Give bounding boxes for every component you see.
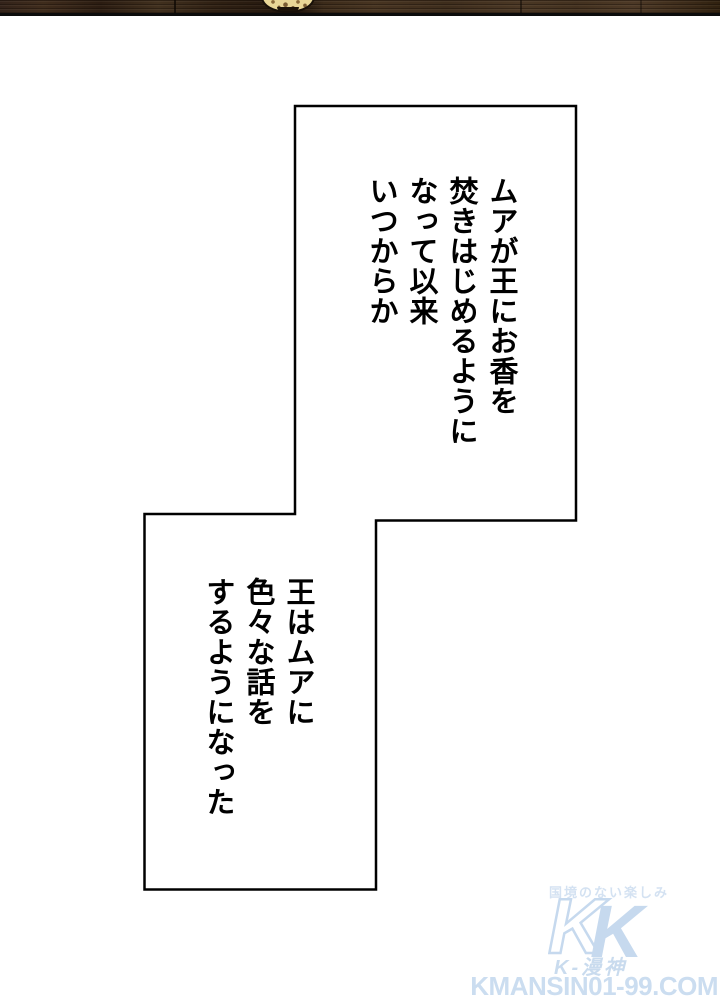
top-panel-strip <box>0 0 720 16</box>
bubble-union-shape <box>143 104 578 891</box>
narration-text-2: 王はムアに 色々な話を するようになった <box>202 577 314 817</box>
narration-text-1: ムアが王にお香を 焚きはじめるように なって以来 いつからか <box>365 176 517 446</box>
wood-table-texture <box>0 0 720 13</box>
panel-border-line <box>0 13 720 16</box>
